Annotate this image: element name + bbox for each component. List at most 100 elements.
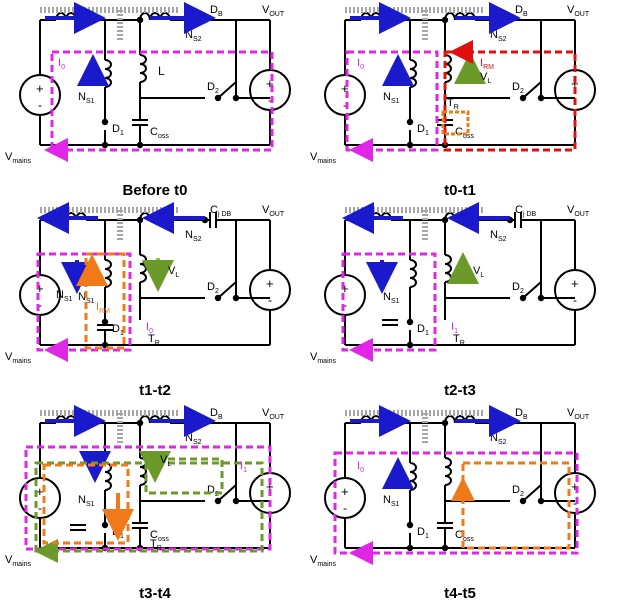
green-current-loop <box>34 461 264 553</box>
label-db-sub: B <box>218 11 223 18</box>
minus-sign: - <box>343 98 347 112</box>
label-db: DB <box>210 407 223 421</box>
label-d1: D1 <box>417 123 429 137</box>
label-vl: VL <box>160 454 171 468</box>
label-vmains-sub: mains <box>12 158 31 165</box>
label-ns2-sub: S2 <box>498 236 507 243</box>
i0-current-loop <box>333 451 579 555</box>
i1-current-loop <box>24 445 272 551</box>
i1-current-loop <box>341 252 437 352</box>
minus-sign: - <box>573 293 577 307</box>
label-ns1-extra-main: N <box>56 289 64 301</box>
label-d2-sub: 2 <box>215 288 219 295</box>
label-i0: I0 <box>58 57 65 71</box>
label-db-main: C <box>210 204 218 216</box>
label-irm: IRM <box>96 301 110 315</box>
label-d1-sub: 1 <box>120 130 124 137</box>
panel-caption: Before t0 <box>122 182 187 199</box>
label-coss: Coss <box>455 126 474 140</box>
ground-node <box>406 141 414 149</box>
label-vmains: Vmains <box>310 151 337 165</box>
label-d1: D1 <box>112 323 124 337</box>
label-vl-sub: L <box>487 78 491 85</box>
label-vout-main: V <box>567 204 575 216</box>
label-d1-sub: 1 <box>120 533 124 540</box>
minus-sign: - <box>268 93 272 107</box>
label-d2: D2 <box>512 81 524 95</box>
label-vmains-main: V <box>5 351 13 363</box>
plus-sign: + <box>341 281 349 296</box>
minus-sign: - <box>343 298 347 312</box>
label-ns2-main: N <box>185 229 193 241</box>
label-d2-main: D <box>207 484 215 496</box>
label-d1-main: D <box>417 323 425 335</box>
label-ns2-main: N <box>490 432 498 444</box>
label-ns1: NS1 <box>383 91 400 105</box>
label-d1-main: D <box>112 123 120 135</box>
label-d2: D2 <box>207 484 219 498</box>
label-vmains-main: V <box>5 554 13 566</box>
label-ns1-main: N <box>383 494 391 506</box>
primary-winding-ns1 <box>104 259 112 288</box>
label-d2-sub: 2 <box>520 288 524 295</box>
label-coss: Coss <box>150 529 169 543</box>
label-tr: TR <box>150 538 162 552</box>
ground-node <box>406 341 414 349</box>
label-vmains-sub: mains <box>12 561 31 568</box>
label-irm: IRM <box>480 57 494 71</box>
label-db: DB <box>515 407 528 421</box>
d1-node <box>101 521 109 529</box>
label-vout-main: V <box>262 407 270 419</box>
label-d2-main: D <box>207 281 215 293</box>
label-db-main: D <box>210 4 218 16</box>
i0-current-loop <box>50 50 274 152</box>
panel-caption: t2-t3 <box>444 382 476 399</box>
l-top-node <box>441 419 449 427</box>
label-vl-main: V <box>480 71 488 83</box>
label-vout-sub: OUT <box>269 11 285 18</box>
label-i0: I0 <box>146 321 153 335</box>
irm-current-loop <box>443 50 577 152</box>
label-i0-sub: 0 <box>61 64 65 71</box>
label-d1-main: D <box>417 123 425 135</box>
label-vout: VOUT <box>262 4 285 18</box>
label-vmains-sub: mains <box>317 561 336 568</box>
label-db: Cj DB <box>210 204 232 218</box>
label-vl: VL <box>480 71 491 85</box>
label-ns1-sub: S1 <box>391 501 400 508</box>
i0-current-loop <box>345 50 439 152</box>
label-d1: D1 <box>112 123 124 137</box>
l-top-node <box>441 216 449 224</box>
l-top-node <box>136 16 144 24</box>
label-ns1-main: N <box>78 494 86 506</box>
label-i0-sub: 0 <box>360 467 364 474</box>
label-db: DB <box>210 4 223 18</box>
label-vout-sub: OUT <box>269 414 285 421</box>
label-d1-sub: 1 <box>425 330 429 337</box>
label-tr: TR <box>447 97 459 111</box>
label-vout-sub: OUT <box>574 414 590 421</box>
ground-node <box>406 544 414 552</box>
label-tr-sub: R <box>460 340 465 347</box>
panel-caption: t0-t1 <box>444 182 476 199</box>
label-d2-sub: 2 <box>520 88 524 95</box>
label-ns2: NS2 <box>185 29 202 43</box>
label-vout-sub: OUT <box>269 211 285 218</box>
label-ns2-sub: S2 <box>193 36 202 43</box>
panel-caption: t4-t5 <box>444 585 476 602</box>
label-vmains-sub: mains <box>317 358 336 365</box>
label-vl-sub: L <box>167 461 171 468</box>
inductor-l <box>444 457 452 486</box>
label-vout: VOUT <box>262 204 285 218</box>
label-tr-sub: R <box>454 104 459 111</box>
label-coss: Coss <box>150 126 169 140</box>
primary-winding-ns1 <box>409 462 417 491</box>
label-vmains-main: V <box>310 351 318 363</box>
label-ns1: NS1 <box>383 291 400 305</box>
